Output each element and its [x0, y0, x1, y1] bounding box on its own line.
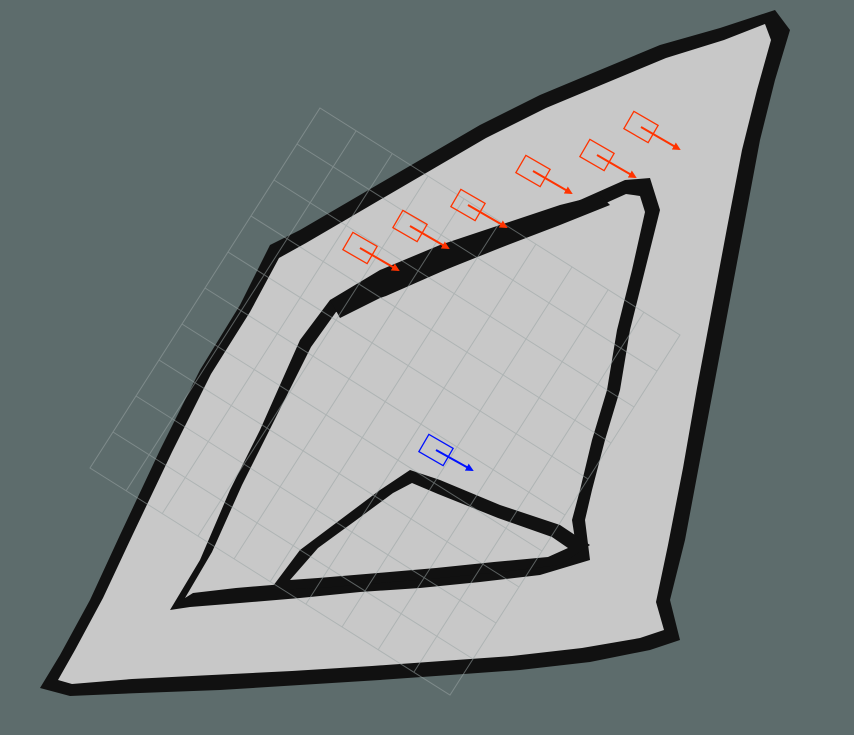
robot-pose-marker[interactable]	[417, 433, 474, 471]
goal-pose-marker[interactable]	[622, 110, 681, 151]
goal-pose-marker[interactable]	[449, 188, 508, 229]
goal-pose-marker[interactable]	[578, 138, 637, 179]
free-space-inner	[185, 194, 645, 598]
goal-pose-marker[interactable]	[341, 231, 400, 272]
goal-pose-marker[interactable]	[514, 154, 573, 195]
goal-pose-marker[interactable]	[391, 209, 450, 250]
grid-overlay	[89, 107, 681, 696]
center-free	[290, 483, 568, 580]
wall-thickening	[330, 195, 610, 318]
goal-poses[interactable]	[341, 110, 681, 272]
